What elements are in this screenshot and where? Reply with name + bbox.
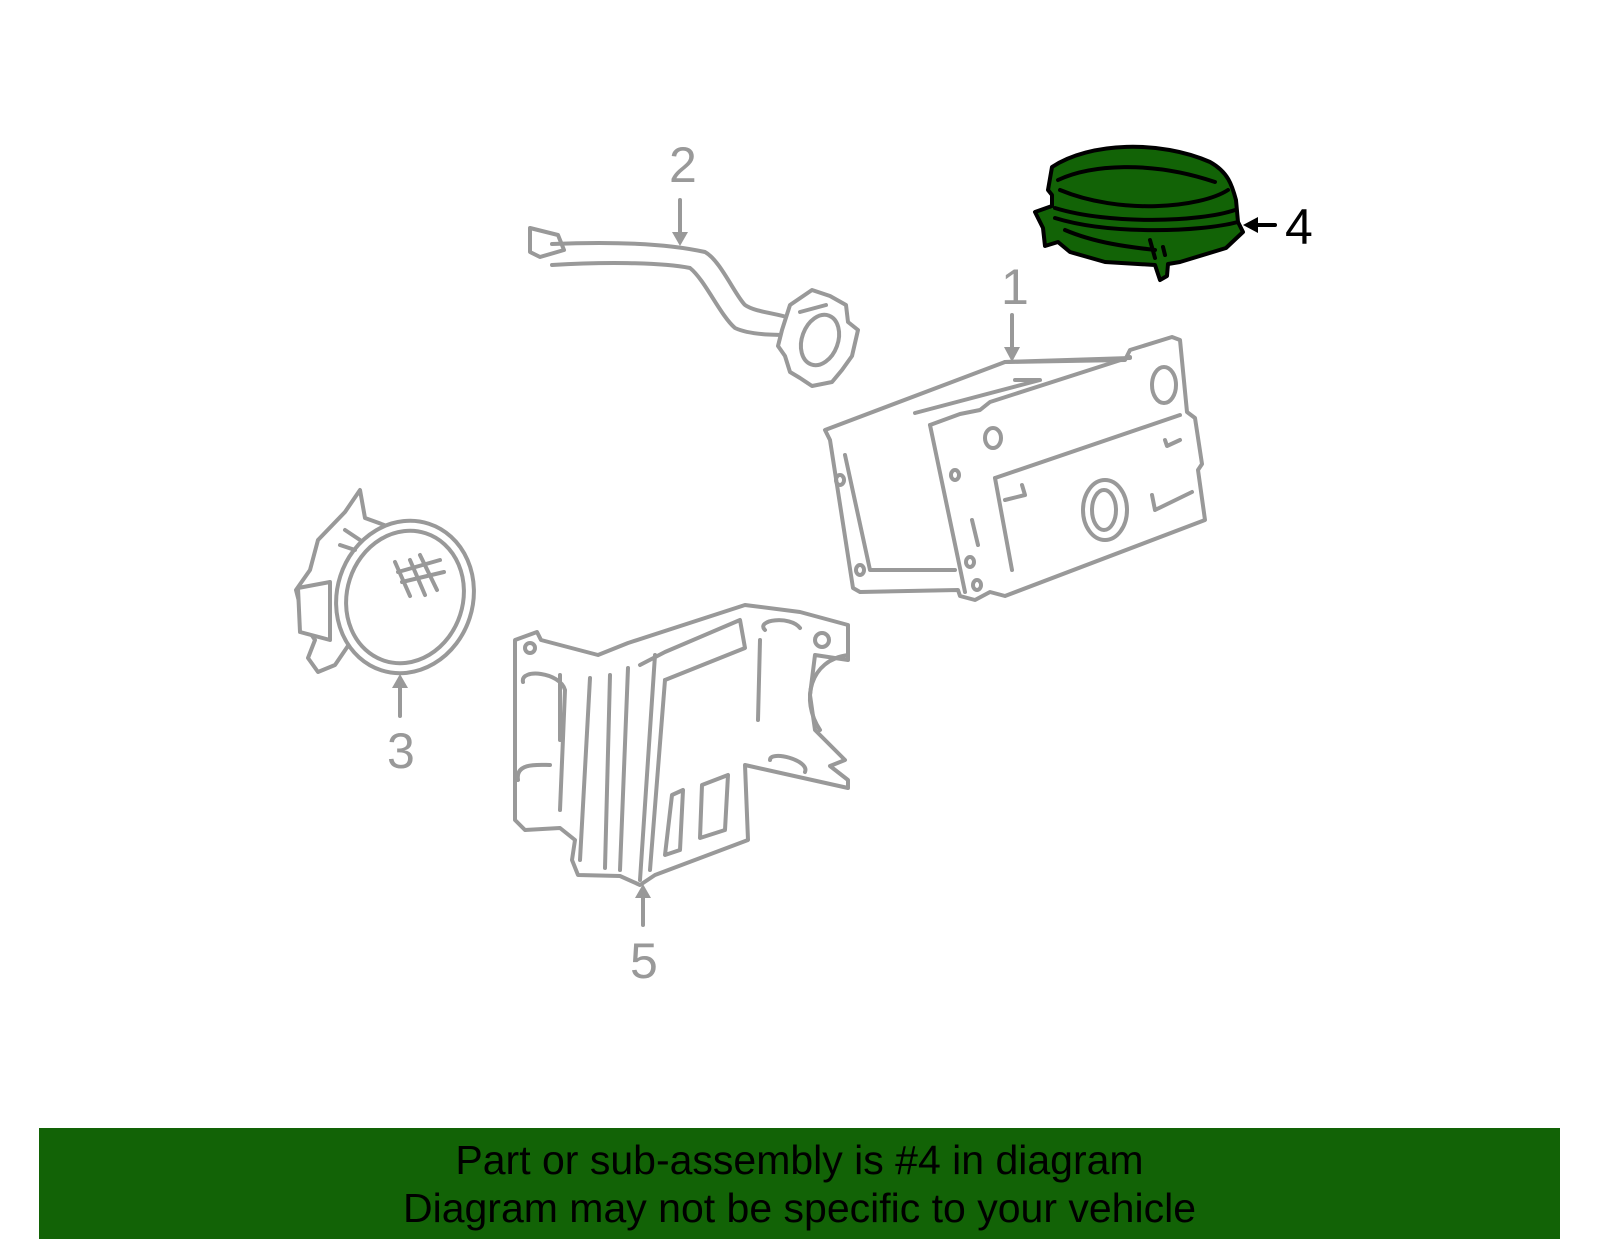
part-4-speaker-cover-highlighted[interactable] — [1033, 144, 1277, 282]
callout-number-3: 3 — [387, 723, 415, 779]
part-3-speaker[interactable] — [294, 488, 493, 691]
info-banner: Part or sub-assembly is #4 in diagram Di… — [39, 1128, 1560, 1239]
part-2-antenna-cable[interactable] — [528, 226, 860, 388]
callout-number-2: 2 — [669, 137, 697, 193]
callout-number-1: 1 — [1001, 259, 1029, 315]
callout-number-5: 5 — [630, 933, 658, 989]
part-1-radio-unit[interactable] — [823, 335, 1207, 602]
callout-arrow-5 — [635, 884, 651, 927]
part-5-amplifier-module[interactable] — [513, 603, 850, 887]
banner-line-disclaimer: Diagram may not be specific to your vehi… — [402, 1184, 1196, 1231]
callout-number-4: 4 — [1285, 199, 1313, 255]
callout-arrow-2 — [672, 198, 688, 246]
callout-arrow-3 — [392, 674, 408, 718]
banner-line-part-number: Part or sub-assembly is #4 in diagram — [455, 1136, 1144, 1183]
callout-arrow-1 — [1004, 313, 1020, 362]
